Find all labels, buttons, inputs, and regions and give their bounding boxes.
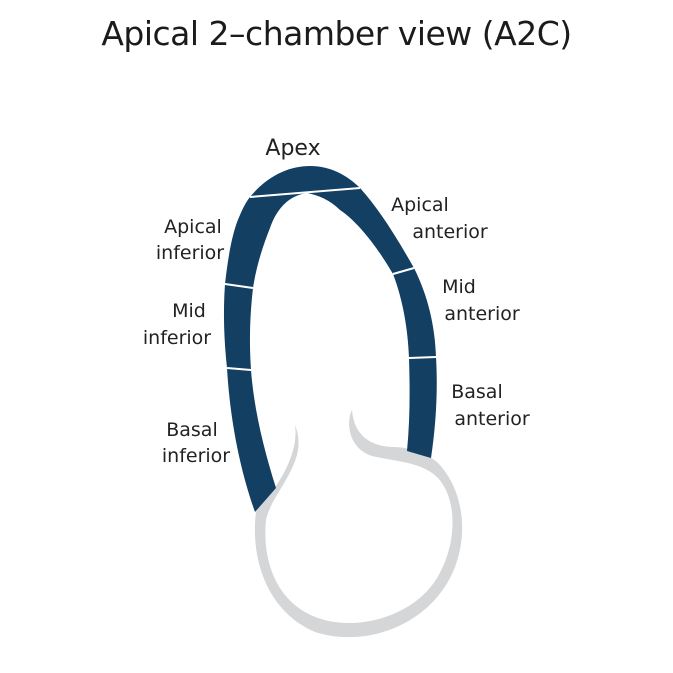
label-apical-anterior: Apical anterior	[391, 194, 488, 243]
myocardium	[223, 166, 437, 512]
segment-mid-anterior	[393, 268, 436, 358]
segment-labels: Apex Apical inferior Mid inferior Basal …	[143, 136, 530, 467]
label-basal-anterior: Basal anterior	[451, 381, 530, 430]
segment-apical-inferior	[225, 193, 307, 288]
segment-mid-inferior	[223, 284, 253, 370]
label-basal-inferior: Basal inferior	[162, 419, 230, 467]
label-apical-inferior: Apical inferior	[156, 216, 228, 264]
label-apex: Apex	[265, 136, 320, 161]
page-title: Apical 2–chamber view (A2C)	[101, 14, 572, 53]
label-mid-inferior: Mid inferior	[143, 300, 212, 349]
segment-basal-anterior	[407, 357, 437, 458]
segment-separators	[224, 187, 437, 371]
label-mid-anterior: Mid anterior	[442, 276, 520, 325]
segment-basal-inferior	[227, 368, 276, 512]
segment-apical-anterior	[307, 188, 414, 274]
